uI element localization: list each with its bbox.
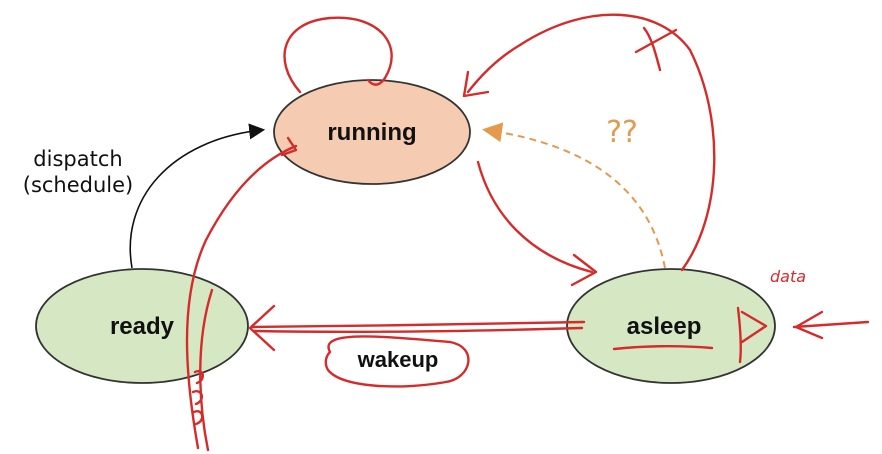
asleep-to-running-ink bbox=[466, 13, 716, 272]
dispatch-label: dispatch bbox=[33, 147, 122, 171]
schedule-label: (schedule) bbox=[23, 173, 134, 197]
wakeup-label: wakeup bbox=[357, 347, 439, 372]
state-ready: ready bbox=[35, 268, 249, 384]
state-asleep: asleep bbox=[566, 268, 776, 384]
state-running-label: running bbox=[327, 119, 416, 146]
wakeup-ink bbox=[250, 320, 586, 329]
state-ready-label: ready bbox=[110, 313, 175, 340]
self-loop-ink bbox=[283, 16, 393, 94]
ready-to-running-ink bbox=[185, 144, 298, 450]
unknown-transition-label: ?? bbox=[606, 115, 638, 150]
state-asleep-label: asleep bbox=[627, 313, 702, 340]
state-running: running bbox=[273, 79, 471, 185]
running-to-asleep-ink bbox=[476, 160, 594, 274]
handwritten-note: data bbox=[770, 267, 806, 286]
unknown-transition-arrow bbox=[482, 122, 666, 269]
dispatch-arrow bbox=[129, 123, 266, 269]
red-annotations bbox=[185, 13, 870, 452]
